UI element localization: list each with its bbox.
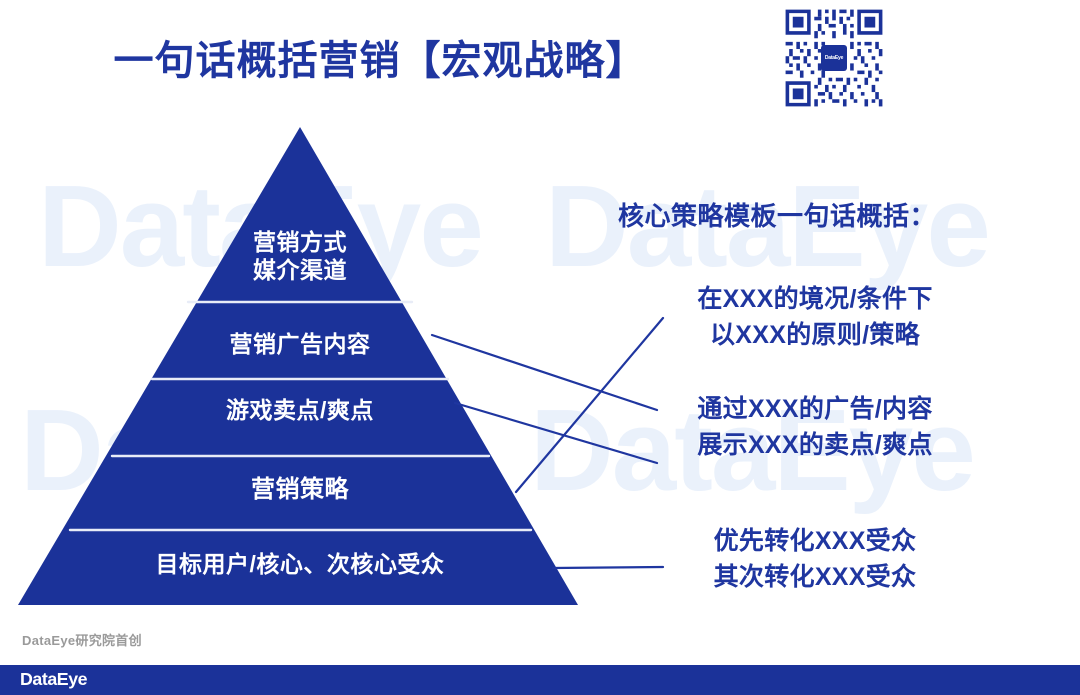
dataeye-logo: DataEye xyxy=(20,669,88,689)
qr-code[interactable]: DataEye xyxy=(782,6,886,110)
connector-level2-to-block2 xyxy=(430,333,659,412)
connector-lines xyxy=(430,316,665,570)
right-panel-block-2: 通过XXX的广告/内容 展示XXX的卖点/爽点 xyxy=(655,392,975,463)
credit-text: DataEye研究院首创 xyxy=(22,633,142,648)
pyramid-level-1-line2: 媒介渠道 xyxy=(253,257,347,284)
dataeye-logo-text: DataEye xyxy=(20,669,88,689)
pyramid-level-1: 营销方式 媒介渠道 xyxy=(180,228,420,284)
pyramid-level-2: 营销广告内容 xyxy=(229,331,371,357)
pyramid-shape xyxy=(18,127,578,605)
qr-center-logo: DataEye xyxy=(821,45,847,71)
connector-level5-to-block3 xyxy=(551,565,665,570)
connector-level3-to-block2 xyxy=(453,401,659,465)
right-panel-block-2-line2: 展示XXX的卖点/爽点 xyxy=(697,430,933,459)
pyramid-level-1-line1: 营销方式 xyxy=(253,229,347,255)
pyramid-level-3: 游戏卖点/爽点 xyxy=(226,397,374,423)
footer-bar: DataEye xyxy=(0,665,1080,695)
right-panel-block-1-line2: 以XXX的原则/策略 xyxy=(710,320,920,349)
connector-level4-to-block1 xyxy=(514,316,665,494)
right-panel-block-2-line1: 通过XXX的广告/内容 xyxy=(697,395,933,423)
pyramid-level-4: 营销策略 xyxy=(251,476,349,503)
right-panel-block-1: 在XXX的境况/条件下 以XXX的原则/策略 xyxy=(655,282,975,353)
pyramid-level-5: 目标用户/核心、次核心受众 xyxy=(155,551,445,577)
right-panel-block-3-line2: 其次转化XXX受众 xyxy=(713,562,917,591)
right-panel-heading: 核心策略模板一句话概括： xyxy=(618,201,937,231)
right-panel-block-1-line1: 在XXX的境况/条件下 xyxy=(697,285,933,313)
right-panel-block-3-line1: 优先转化XXX受众 xyxy=(713,527,917,555)
right-panel-block-3: 优先转化XXX受众 其次转化XXX受众 xyxy=(655,524,975,595)
page-title: 一句话概括营销【宏观战略】 xyxy=(113,39,647,83)
